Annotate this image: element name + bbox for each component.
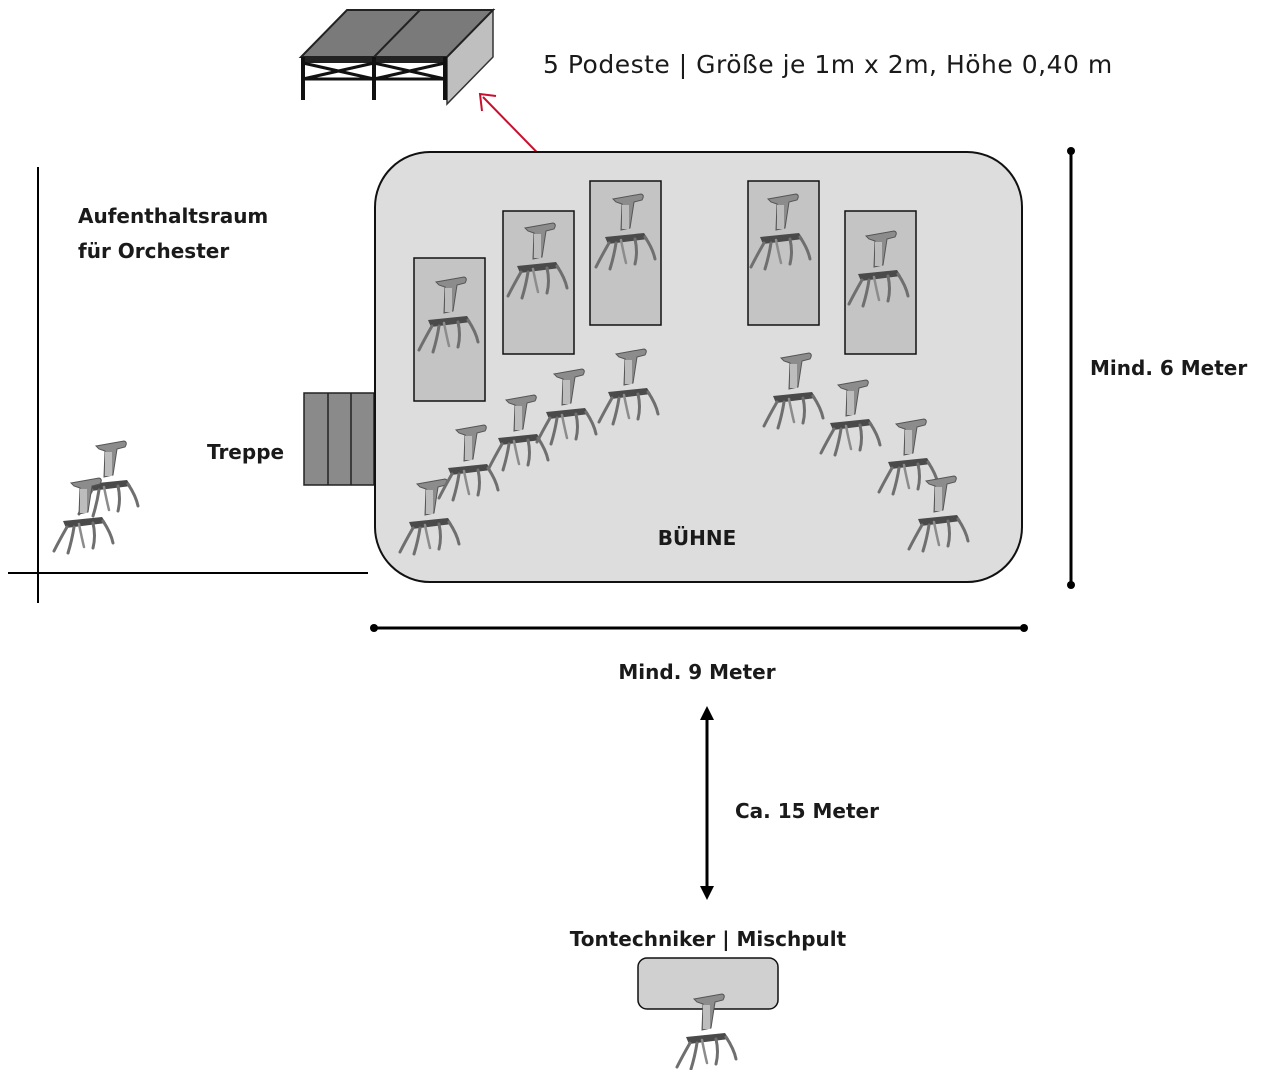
stairs bbox=[303, 392, 375, 486]
width-dimension-line bbox=[370, 624, 1028, 632]
stage-podium bbox=[844, 210, 917, 355]
orchestra-room-walls bbox=[8, 167, 368, 603]
distance-label: Ca. 15 Meter bbox=[735, 799, 879, 823]
orchestra-room-label-line1: Aufenthaltsraum bbox=[78, 204, 268, 228]
depth-dimension-line bbox=[1067, 147, 1075, 589]
stairs-label: Treppe bbox=[207, 440, 284, 464]
podium-description: 5 Podeste | Größe je 1m x 2m, Höhe 0,40 … bbox=[543, 50, 1113, 79]
podium-icon bbox=[298, 8, 496, 106]
orchestra-room-label-line2: für Orchester bbox=[78, 239, 229, 263]
width-label: Mind. 9 Meter bbox=[618, 660, 775, 684]
mixing-desk-label: Tontechniker | Mischpult bbox=[570, 927, 847, 951]
distance-arrow-icon bbox=[700, 706, 714, 900]
depth-label: Mind. 6 Meter bbox=[1090, 356, 1247, 380]
stage-label: BÜHNE bbox=[658, 526, 737, 550]
